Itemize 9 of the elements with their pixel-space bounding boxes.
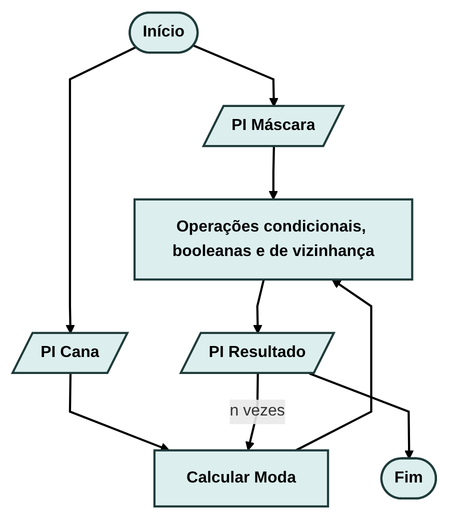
- arrow: [309, 372, 414, 460]
- node-box: Calcular Moda: [154, 449, 330, 508]
- arrow: [268, 146, 278, 200]
- arrow: [253, 279, 266, 334]
- edge-label: n vezes: [230, 402, 286, 420]
- arrow: [66, 46, 137, 334]
- arrow: [296, 279, 373, 452]
- node-box: Operações condicionais, booleanas e de vizinhança: [134, 198, 414, 281]
- arrow: [194, 44, 279, 107]
